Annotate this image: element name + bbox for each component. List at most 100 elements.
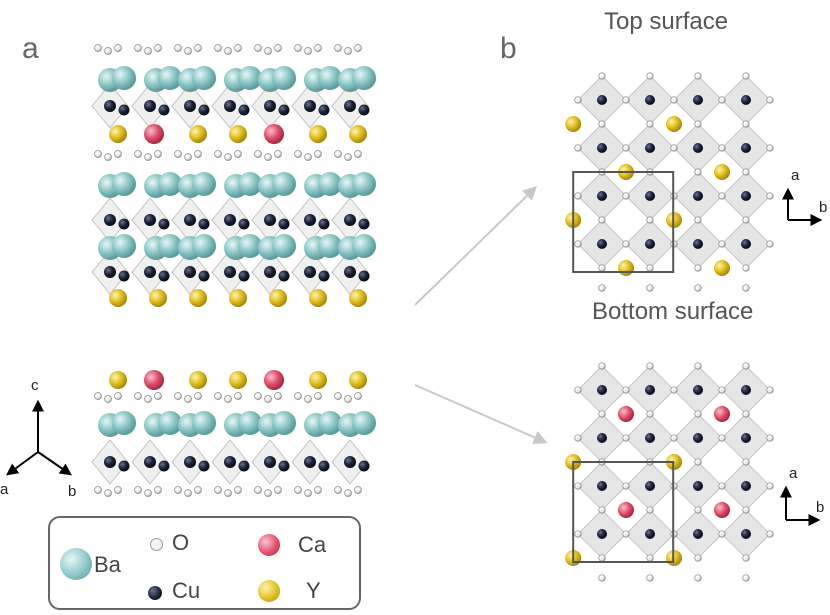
o-atom: [94, 150, 102, 158]
ba-atom: [352, 172, 376, 196]
o-atom: [114, 392, 122, 400]
o-atom: [104, 395, 112, 403]
o-atom: [694, 410, 702, 418]
cu-atom: [741, 481, 751, 491]
top-surface-view: [565, 72, 774, 292]
o-atom: [742, 574, 750, 582]
axes-indicator-a: c a b: [0, 377, 76, 500]
o-atom: [622, 144, 630, 152]
o-atom: [224, 47, 232, 55]
o-atom: [254, 44, 262, 52]
o-atom: [174, 392, 182, 400]
o-atom: [598, 284, 606, 292]
cu-atom: [158, 104, 170, 116]
o-legend-icon: [150, 538, 163, 551]
cu-atom: [597, 481, 607, 491]
ba-atom: [158, 234, 182, 258]
o-atom: [646, 362, 654, 370]
ba-atom: [272, 234, 296, 258]
cu-atom: [158, 218, 170, 230]
element-legend: Ba O Ca Cu Y: [48, 516, 361, 610]
cu-atom: [318, 460, 330, 472]
o-atom: [646, 216, 654, 224]
o-atom: [114, 486, 122, 494]
o-atom: [144, 395, 152, 403]
o-atom: [184, 153, 192, 161]
o-atom: [174, 44, 182, 52]
y-atom: [666, 116, 682, 132]
o-atom: [144, 47, 152, 55]
ba-atom: [192, 234, 216, 258]
cu-atom: [278, 460, 290, 472]
ca-atom: [264, 370, 284, 390]
cu-atom: [741, 239, 751, 249]
top-surface-caption: Top surface: [604, 8, 729, 35]
cu-atom: [358, 460, 370, 472]
cu-atom: [224, 456, 236, 468]
cu-atom: [198, 270, 210, 282]
cu-atom: [198, 104, 210, 116]
o-atom: [144, 489, 152, 497]
cu-atom: [741, 143, 751, 153]
ba-atom: [238, 234, 262, 258]
ba-atom: [272, 172, 296, 196]
ba-atom: [112, 234, 136, 258]
cu-atom: [741, 529, 751, 539]
cu-atom: [238, 104, 250, 116]
o-atom: [598, 264, 606, 272]
o-atom: [694, 574, 702, 582]
o-atom: [94, 44, 102, 52]
o-atom: [646, 284, 654, 292]
bottom-surface-arrow: [414, 384, 548, 444]
o-atom: [742, 506, 750, 514]
o-atom: [194, 486, 202, 494]
ba-atom: [318, 411, 342, 435]
cu-atom: [304, 214, 316, 226]
o-atom: [718, 96, 726, 104]
o-atom: [194, 392, 202, 400]
o-atom: [694, 506, 702, 514]
y-atom: [714, 260, 730, 276]
ba-atom: [352, 234, 376, 258]
cu-atom: [693, 95, 703, 105]
o-atom: [274, 486, 282, 494]
cu-atom: [741, 385, 751, 395]
o-atom: [104, 489, 112, 497]
o-legend-label: O: [172, 530, 190, 555]
bulk-slab-structure: [91, 44, 376, 307]
cu-atom: [198, 460, 210, 472]
o-atom: [264, 489, 272, 497]
o-atom: [670, 434, 678, 442]
o-atom: [194, 44, 202, 52]
y-atom: [349, 371, 367, 389]
o-atom: [354, 150, 362, 158]
o-atom: [214, 44, 222, 52]
o-atom: [670, 386, 678, 394]
o-atom: [598, 506, 606, 514]
o-atom: [574, 192, 582, 200]
o-atom: [598, 120, 606, 128]
o-atom: [598, 410, 606, 418]
ba-atom: [192, 66, 216, 90]
cu-atom: [693, 385, 703, 395]
o-atom: [766, 240, 774, 248]
o-atom: [304, 395, 312, 403]
ca-legend-icon: [258, 534, 280, 556]
ca-atom: [264, 124, 284, 144]
cu-atom: [184, 100, 196, 112]
o-atom: [304, 489, 312, 497]
cu-atom: [158, 270, 170, 282]
y-atom: [149, 289, 167, 307]
o-atom: [334, 150, 342, 158]
cu-atom: [184, 214, 196, 226]
cu-atom: [741, 95, 751, 105]
cu-atom: [344, 456, 356, 468]
y-atom: [109, 289, 127, 307]
o-atom: [694, 120, 702, 128]
o-atom: [184, 395, 192, 403]
o-atom: [104, 47, 112, 55]
o-atom: [274, 392, 282, 400]
y-atom: [309, 125, 327, 143]
o-atom: [718, 240, 726, 248]
axis-a-label-bottom: a: [789, 465, 798, 482]
